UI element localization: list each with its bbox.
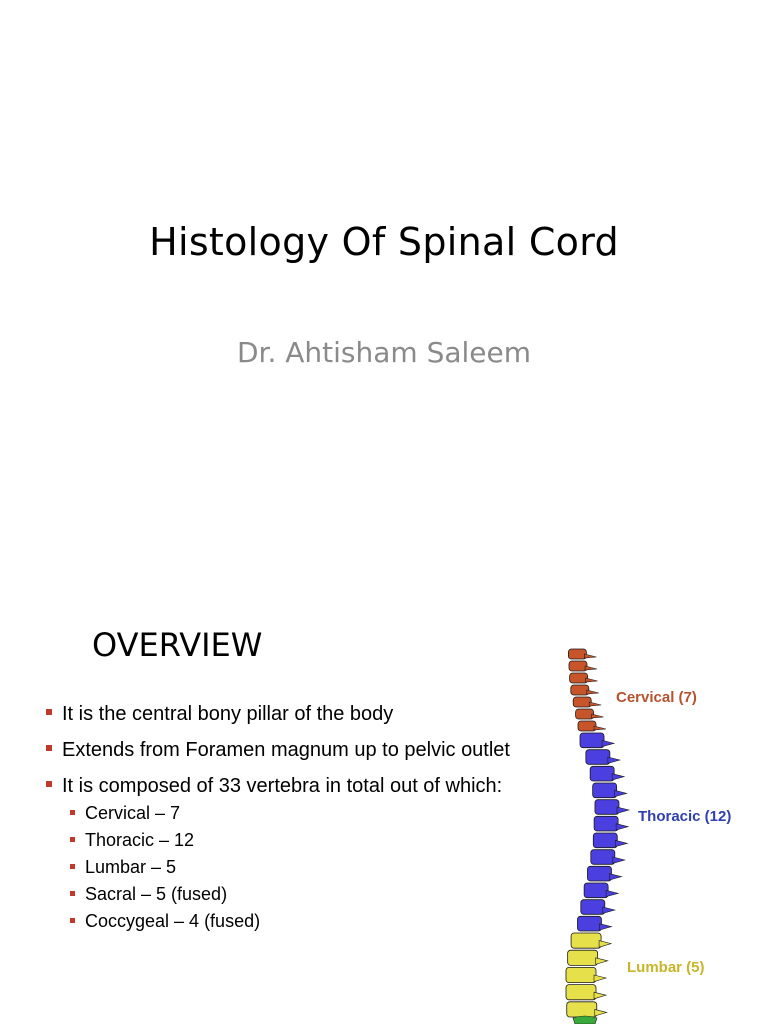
thoracic-vertebra — [587, 865, 612, 882]
sacral-segment — [572, 1015, 598, 1024]
sub-bullet-item: Sacral – 5 (fused) — [70, 881, 566, 908]
sub-bullet-item: Coccygeal – 4 (fused) — [70, 908, 566, 935]
cervical-vertebra — [568, 660, 588, 672]
cervical-vertebra — [577, 720, 597, 732]
sub-bullet-item: Thoracic – 12 — [70, 827, 566, 854]
thoracic-vertebra — [580, 899, 606, 915]
bullet-list: It is the central bony pillar of the bod… — [46, 696, 566, 935]
thoracic-label: Thoracic (12) — [638, 808, 731, 825]
thoracic-vertebra — [590, 849, 616, 865]
spinous-process — [614, 839, 629, 848]
spinous-process — [616, 806, 631, 814]
spinous-process — [612, 856, 626, 864]
spinous-process — [595, 957, 609, 965]
spinous-process — [605, 889, 620, 898]
spinous-process — [594, 1009, 608, 1017]
thoracic-vertebra — [593, 815, 619, 832]
thoracic-vertebra — [577, 915, 602, 932]
spinous-process — [602, 906, 616, 914]
spinous-process — [588, 701, 602, 707]
sub-bullet-item: Lumbar – 5 — [70, 854, 566, 881]
vertebrae-column — [565, 648, 631, 1024]
lumbar-vertebra — [570, 932, 602, 949]
bullet-text: Extends from Foramen magnum up to pelvic… — [62, 739, 510, 761]
spinous-process — [609, 873, 623, 881]
cervical-vertebra — [575, 708, 595, 720]
spinous-process — [591, 713, 604, 719]
bullet-item: It is composed of 33 vertebra in total o… — [46, 768, 566, 935]
slide-title: Histology Of Spinal Cord — [149, 220, 619, 264]
overview-slide: OVERVIEW It is the central bony pillar o… — [0, 576, 768, 1024]
spine-illustration: Cervical (7) Thoracic (12) Lumbar (5) — [565, 648, 731, 1024]
cervical-vertebra — [567, 648, 587, 660]
spinous-process — [593, 725, 607, 731]
spinous-process — [584, 653, 597, 659]
spinous-process — [584, 665, 598, 671]
lumbar-vertebra — [565, 966, 597, 983]
thoracic-vertebra — [583, 882, 609, 899]
cervical-vertebra — [570, 684, 590, 696]
bullet-text: It is the central bony pillar of the bod… — [62, 703, 394, 725]
spinous-process — [593, 991, 608, 1000]
lumbar-vertebra — [565, 984, 597, 1001]
thoracic-vertebra — [589, 765, 615, 782]
spinous-process — [607, 756, 622, 764]
lumbar-vertebra — [566, 1001, 598, 1018]
bullet-item: It is the central bony pillar of the bod… — [46, 696, 566, 732]
thoracic-vertebra — [592, 832, 618, 849]
spinous-process — [585, 677, 598, 683]
lumbar-label: Lumbar (5) — [627, 959, 705, 976]
bullet-text: It is composed of 33 vertebra in total o… — [62, 775, 503, 797]
cervical-vertebra — [572, 696, 592, 708]
thoracic-vertebra — [592, 782, 618, 799]
slide-subtitle: Dr. Ahtisham Saleem — [236, 336, 532, 369]
thoracic-vertebra — [594, 799, 620, 815]
lumbar-vertebra — [567, 949, 599, 966]
overview-title: OVERVIEW — [92, 626, 263, 664]
spinous-process — [601, 739, 616, 748]
thoracic-vertebra — [579, 732, 605, 749]
spinous-process — [586, 689, 599, 695]
cervical-label: Cervical (7) — [616, 689, 697, 706]
spinous-process — [593, 974, 608, 983]
sub-bullet-list: Cervical – 7 Thoracic – 12 Lumbar – 5 Sa… — [62, 800, 566, 935]
thoracic-vertebra — [585, 749, 611, 765]
cervical-vertebra — [569, 672, 589, 684]
bullet-item: Extends from Foramen magnum up to pelvic… — [46, 732, 566, 768]
spinous-process — [614, 789, 628, 798]
spinous-process — [611, 773, 626, 781]
spinous-process — [599, 923, 613, 931]
spinous-process — [615, 823, 630, 831]
spinous-process — [598, 940, 613, 948]
title-slide: Histology Of Spinal Cord Dr. Ahtisham Sa… — [149, 220, 619, 369]
sub-bullet-item: Cervical – 7 — [70, 800, 566, 827]
